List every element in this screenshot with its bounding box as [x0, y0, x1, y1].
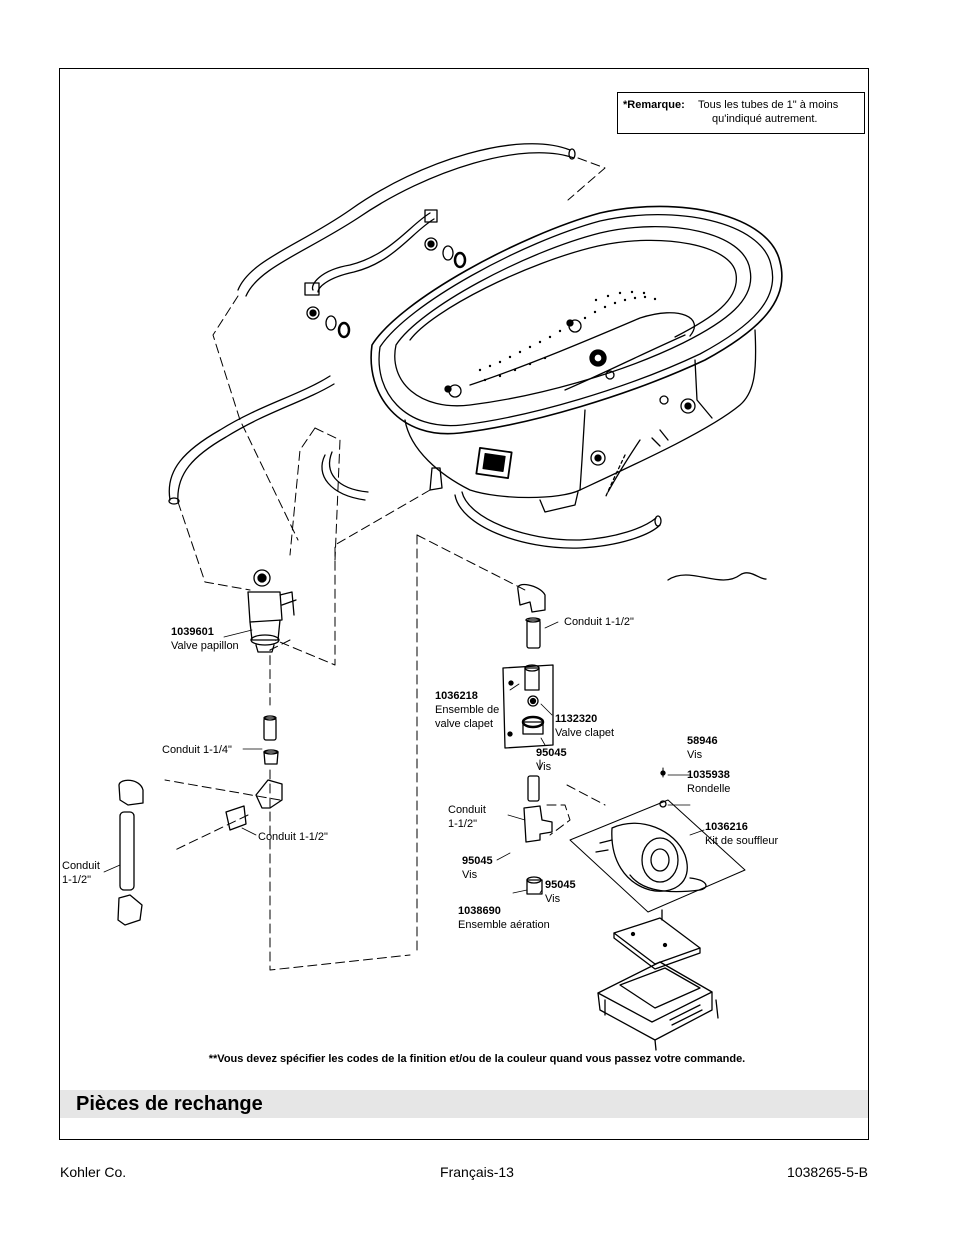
check-valve-assembly-line-2: valve clapet: [435, 718, 494, 730]
screw-95045-a-label: 95045 Vis: [536, 746, 567, 774]
left-conduits: [117, 715, 283, 926]
note-box: *Remarque: Tous les tubes de 1" à moins …: [617, 92, 865, 134]
blower-kit-label: 1036216 Kit de souffleur: [705, 820, 778, 848]
conduit-mid-line-2: 1-1/2": [448, 818, 477, 830]
hoses: [168, 143, 767, 581]
screw-58946-name: Vis: [687, 749, 703, 761]
section-title: Pièces de rechange: [76, 1093, 263, 1115]
screw-58946-label: 58946 Vis: [687, 734, 718, 762]
finish-color-footnote: **Vous devez spécifier les codes de la f…: [208, 1053, 746, 1065]
screw-58946-number: 58946: [687, 735, 718, 747]
washer-number: 1035938: [687, 769, 730, 781]
note-label: *Remarque:: [623, 99, 685, 111]
screw-95045-c-label: 95045 Vis: [545, 878, 576, 906]
screw-95045-b-number: 95045: [462, 855, 493, 867]
note-line-1: Tous les tubes de 1" à moins: [698, 99, 839, 111]
section-header: Pièces de rechange: [60, 1090, 868, 1118]
footer-page-number: Français-13: [440, 1164, 514, 1180]
blower-kit-number: 1036216: [705, 821, 748, 833]
aeration-assembly-label: 1038690 Ensemble aération: [458, 904, 550, 932]
blower-kit-name: Kit de souffleur: [705, 835, 779, 847]
check-valve-number: 1132320: [555, 713, 598, 725]
check-valve-assembly-line-1: Ensemble de: [435, 704, 500, 716]
butterfly-valve-drawing: [247, 569, 297, 653]
screw-95045-a-name: Vis: [536, 761, 552, 773]
page-frame: [59, 68, 869, 1140]
check-valve-name: Valve clapet: [555, 727, 615, 739]
conduit-left-line-2: 1-1/2": [62, 874, 91, 886]
conduit-left-line-1: Conduit: [62, 860, 100, 872]
conduit-mid-label: Conduit 1-1/2": [448, 803, 486, 831]
screw-95045-b-name: Vis: [462, 869, 478, 881]
dashed-lines: [164, 157, 664, 971]
check-valve-assembly-label: 1036218 Ensemble de valve clapet: [435, 689, 499, 731]
conduit-1-1-4-label: Conduit 1-1/4": [162, 744, 232, 756]
aeration-assembly-name: Ensemble aération: [458, 919, 550, 931]
bathtub: [370, 205, 783, 513]
check-valve-assembly-number: 1036218: [435, 690, 478, 702]
washer-label: 1035938 Rondelle: [687, 768, 730, 796]
butterfly-valve-label: 1039601 Valve papillon: [171, 625, 239, 653]
conduit-top-right-label: Conduit 1-1/2": [564, 616, 634, 628]
washer-name: Rondelle: [687, 783, 731, 795]
conduit-mid-line-1: Conduit: [448, 804, 486, 816]
note-line-2: qu'indiqué autrement.: [712, 113, 818, 125]
aeration-assembly-number: 1038690: [458, 905, 501, 917]
footer-company: Kohler Co.: [60, 1164, 127, 1180]
top-fittings: [304, 209, 467, 491]
leader-lines: [103, 621, 705, 894]
screw-95045-c-number: 95045: [545, 879, 576, 891]
screw-95045-b-label: 95045 Vis: [462, 854, 493, 882]
butterfly-valve-name: Valve papillon: [171, 640, 239, 652]
blower-kit-drawing: [569, 770, 746, 921]
check-valve-label: 1132320 Valve clapet: [555, 712, 614, 740]
screw-95045-c-name: Vis: [545, 893, 561, 905]
controller-drawing: [597, 917, 719, 1051]
butterfly-valve-number: 1039601: [171, 626, 214, 638]
screw-95045-a-number: 95045: [536, 747, 567, 759]
conduit-left-label: Conduit 1-1/2": [62, 859, 100, 887]
footer-document-number: 1038265-5-B: [787, 1164, 868, 1180]
conduit-lower-label: Conduit 1-1/2": [258, 831, 328, 843]
right-column-parts: [502, 583, 554, 895]
